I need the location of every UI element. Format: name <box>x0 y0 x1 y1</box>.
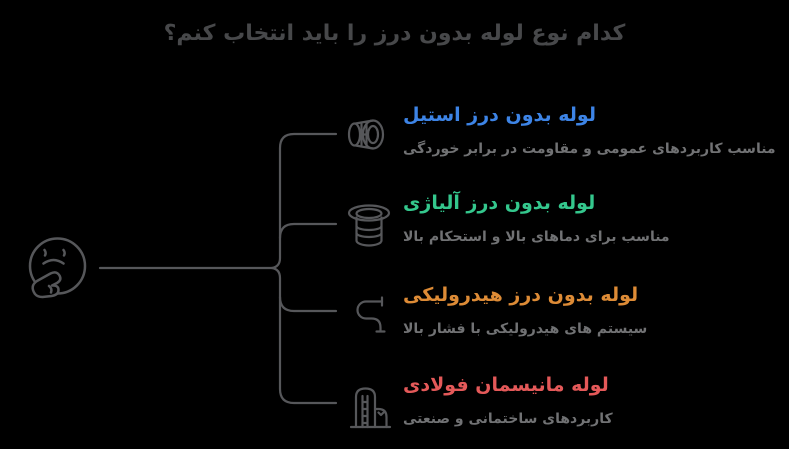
item-title: لوله بدون درز هیدرولیکی <box>403 284 639 306</box>
item-title: لوله بدون درز استیل <box>403 104 596 126</box>
item-subtitle: مناسب کاربردهای عمومی و مقاومت در برابر … <box>403 141 776 157</box>
diagram-item: لوله بدون درز هیدرولیکی سیستم های هیدرول… <box>403 282 647 340</box>
item-subtitle: کاربردهای ساختمانی و صنعتی <box>403 411 613 427</box>
diagram-item: لوله مانیسمان فولادی کاربردهای ساختمانی … <box>403 372 613 430</box>
item-title: لوله بدون درز آلیاژی <box>403 192 596 214</box>
thinking-face-icon <box>30 239 85 298</box>
diagram-item: لوله بدون درز استیل مناسب کاربردهای عموم… <box>403 102 776 160</box>
steel-silo-icon <box>351 389 390 428</box>
item-subtitle: سیستم های هیدرولیکی با فشار بالا <box>403 321 648 337</box>
seamless-pipe-icon <box>349 121 383 149</box>
page-title: کدام نوع لوله بدون درز را باید انتخاب کن… <box>163 21 626 46</box>
item-title: لوله مانیسمان فولادی <box>403 374 609 396</box>
pipe-flange-icon <box>349 206 389 246</box>
connector-lines <box>100 134 336 403</box>
diagram-item: لوله بدون درز آلیاژی مناسب برای دماهای ب… <box>403 190 670 248</box>
item-subtitle: مناسب برای دماهای بالا و استحکام بالا <box>403 229 670 245</box>
hydraulic-pipe-icon <box>358 298 385 332</box>
